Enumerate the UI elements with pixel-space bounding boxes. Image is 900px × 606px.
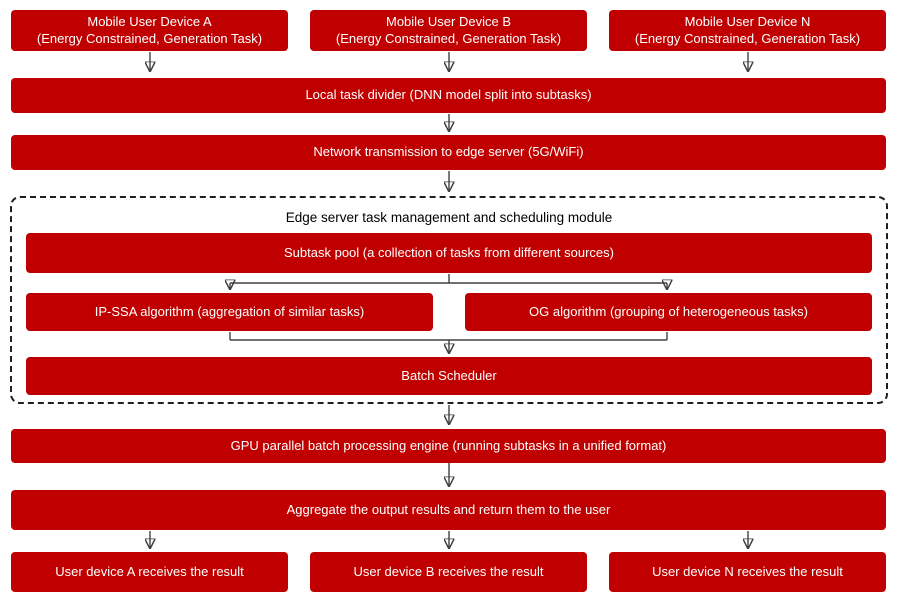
node-label: Subtask pool (a collection of tasks from… [284,244,614,260]
node-subtask-pool: Subtask pool (a collection of tasks from… [26,233,872,273]
node-gpu-engine: GPU parallel batch processing engine (ru… [11,429,886,463]
node-local-task-divider: Local task divider (DNN model split into… [11,78,886,113]
node-ip-ssa-algorithm: IP-SSA algorithm (aggregation of similar… [26,293,433,331]
node-user-device-a-result: User device A receives the result [11,552,288,592]
node-label: OG algorithm (grouping of heterogeneous … [529,303,808,319]
node-label-line2: (Energy Constrained, Generation Task) [335,30,562,46]
node-label: User device A receives the result [55,563,244,579]
node-label: User device N receives the result [652,563,843,579]
node-mobile-device-b: Mobile User Device B (Energy Constrained… [310,10,587,51]
node-label-line2: (Energy Constrained, Generation Task) [634,30,861,46]
edge-module-label: Edge server task management and scheduli… [10,206,888,228]
edge-module-container [10,196,888,404]
node-label-line1: Mobile User Device N [684,13,811,29]
node-label: Local task divider (DNN model split into… [305,87,592,103]
node-user-device-b-result: User device B receives the result [310,552,587,592]
node-label-line2: (Energy Constrained, Generation Task) [36,30,263,46]
node-batch-scheduler: Batch Scheduler [26,357,872,395]
node-label: IP-SSA algorithm (aggregation of similar… [94,303,365,319]
node-label-line1: Mobile User Device B [386,13,511,29]
node-label: Aggregate the output results and return … [286,501,611,517]
node-mobile-device-n: Mobile User Device N (Energy Constrained… [609,10,886,51]
node-label: User device B receives the result [353,563,544,579]
node-user-device-n-result: User device N receives the result [609,552,886,592]
node-label: GPU parallel batch processing engine (ru… [230,437,667,453]
node-og-algorithm: OG algorithm (grouping of heterogeneous … [465,293,872,331]
edge-module-label-text: Edge server task management and scheduli… [285,209,613,225]
node-aggregate-results: Aggregate the output results and return … [11,490,886,530]
node-mobile-device-a: Mobile User Device A (Energy Constrained… [11,10,288,51]
node-label: Batch Scheduler [401,367,497,383]
node-label: Network transmission to edge server (5G/… [313,144,584,160]
node-label-line1: Mobile User Device A [87,13,212,29]
node-network-transmission: Network transmission to edge server (5G/… [11,135,886,170]
